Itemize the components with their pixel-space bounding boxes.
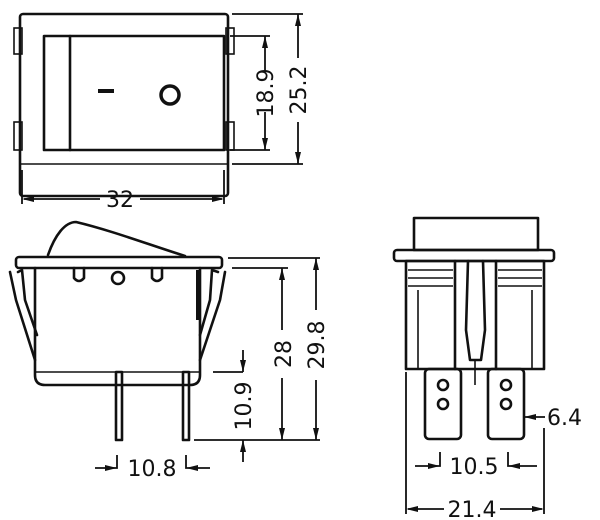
terminal-left [423,367,463,441]
top-frame [18,12,230,198]
top-view: 32 18.9 25.2 [13,12,312,213]
left-tab-lower [13,121,23,151]
dim-terminal-6-4: 6.4 [547,406,582,431]
side-body [33,266,202,387]
dim-total-29-8: 29.8 [305,321,330,370]
off-symbol [159,84,181,106]
pin-left [114,370,124,442]
left-clip [16,268,39,337]
terminal-right [486,367,526,441]
rocker-cap [412,216,540,252]
dim-height-25-2: 25.2 [287,66,312,115]
right-tab-upper [225,27,235,55]
left-tab-upper [13,27,23,55]
rocker-face [42,34,226,152]
end-view: 6.4 10.5 21.4 [392,216,582,520]
actuator-stem [464,259,487,362]
dim-body-28: 28 [272,340,297,368]
dim-pin-spacing-10-8: 10.8 [128,457,177,482]
flange [14,255,224,270]
dim-width-32: 32 [106,188,134,213]
dim-pin-10-9: 10.9 [232,382,257,431]
dim-rocker-18-9: 18.9 [254,69,279,118]
pin-right [181,370,191,442]
dim-terminal-spacing-10-5: 10.5 [450,455,499,480]
side-view: 28 29.8 10.9 10.8 [8,220,330,482]
rocker-profile [46,220,187,258]
end-flange [392,248,556,263]
dim-width-21-4: 21.4 [448,498,497,520]
right-clip [198,268,220,337]
